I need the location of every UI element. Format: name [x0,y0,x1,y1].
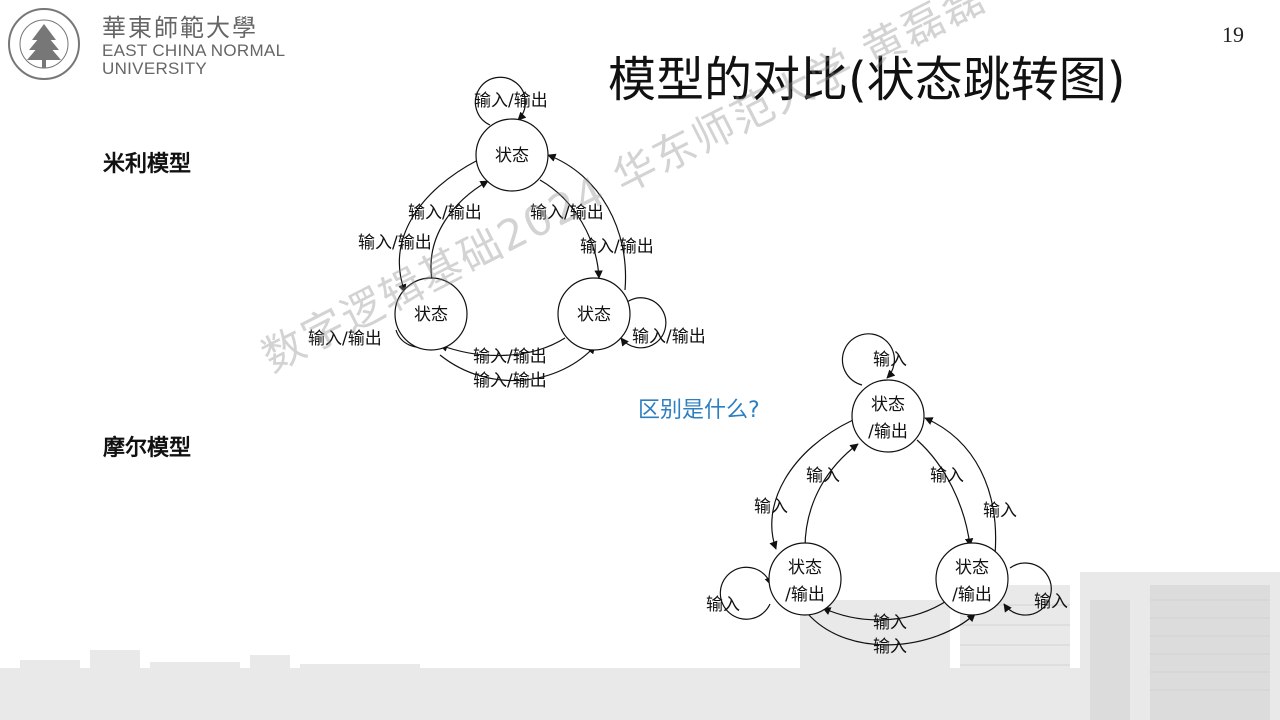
mealy-arc-left-to-right [439,345,596,382]
slide-title: 模型的对比(状态跳转图) [608,52,1126,108]
moore-self-loop-right [1003,562,1052,616]
mealy-state-left [394,277,468,351]
mealy-self-loop-top [474,76,527,126]
moore-transition-label: 输入 [754,497,788,517]
mealy-model-heading: 米利模型 [103,152,192,177]
mealy-transition-label: 输入/输出 [358,233,432,253]
moore-state-right-label-line2: /输出 [952,585,992,605]
mealy-transition-label: 输入/输出 [580,237,654,257]
moore-labels: 状态 /输出 状态 /输出 状态 /输出 输入 输入 输入 输入 输入 输入 输… [706,350,1068,657]
moore-state-left [768,542,842,616]
mealy-state-left-label: 状态 [414,305,448,325]
mealy-arc-top-to-left [398,159,479,293]
moore-transition-label: 输入 [1034,592,1068,612]
mealy-arc-top-to-right [539,179,603,279]
university-seal-icon [8,8,80,80]
moore-state-top-label-line2: /输出 [868,422,908,442]
moore-self-loop-top [841,333,896,386]
moore-arc-left-to-top [804,443,859,549]
moore-transition-label: 输入 [706,595,740,615]
mealy-self-loop-right [620,297,667,349]
mealy-transition-label: 输入/输出 [308,329,382,349]
question-text: 区别是什么? [638,398,760,423]
moore-transition-label: 输入 [873,350,907,370]
moore-transition-label: 输入 [806,466,840,486]
mealy-arc-left-to-top [430,180,489,281]
mealy-state-top-label: 状态 [495,146,529,166]
moore-transition-label: 输入 [873,613,907,633]
mealy-labels: 状态 状态 状态 输入/输出 输入/输出 输入/输出 输入/输出 输入/输出 输… [308,91,706,391]
mealy-state-right [557,277,631,351]
mealy-diagram [394,76,667,382]
moore-state-right [935,542,1009,616]
moore-state-left-label-line2: /输出 [785,585,825,605]
page-number: 19 [1222,22,1244,47]
moore-transition-label: 输入 [873,637,907,657]
mealy-arc-right-to-top [547,153,627,291]
moore-diagram [719,333,1052,646]
moore-arc-left-to-right [807,613,976,646]
mealy-transition-label: 输入/输出 [474,91,548,111]
university-name-english-line1: EAST CHINA NORMAL [102,41,286,60]
mealy-transition-label: 输入/输出 [632,327,706,347]
moore-model-heading: 摩尔模型 [103,436,192,461]
university-name-chinese: 華東師範大學 [102,14,258,42]
moore-state-right-label-line1: 状态 [955,558,989,578]
moore-arc-right-to-left [822,599,949,621]
moore-transition-label: 输入 [930,466,964,486]
mealy-state-right-label: 状态 [577,305,611,325]
mealy-state-top [475,118,549,192]
mealy-transition-label: 输入/输出 [473,371,547,391]
mealy-arc-right-to-left [439,337,566,357]
mealy-transition-label: 输入/输出 [530,203,604,223]
moore-arc-top-to-left [769,419,854,550]
mealy-transition-label: 输入/输出 [473,347,547,367]
moore-transition-label: 输入 [983,501,1017,521]
moore-arc-top-to-right [916,439,974,547]
moore-state-top-label-line1: 状态 [871,395,905,415]
moore-self-loop-left [719,566,773,620]
moore-arc-right-to-top [924,417,997,556]
moore-state-left-label-line1: 状态 [788,558,822,578]
moore-state-top [851,379,925,453]
mealy-transition-label: 输入/输出 [408,203,482,223]
university-name-english-line2: UNIVERSITY [102,59,208,78]
university-logo: 華東師範大學 EAST CHINA NORMAL UNIVERSITY [6,4,296,80]
